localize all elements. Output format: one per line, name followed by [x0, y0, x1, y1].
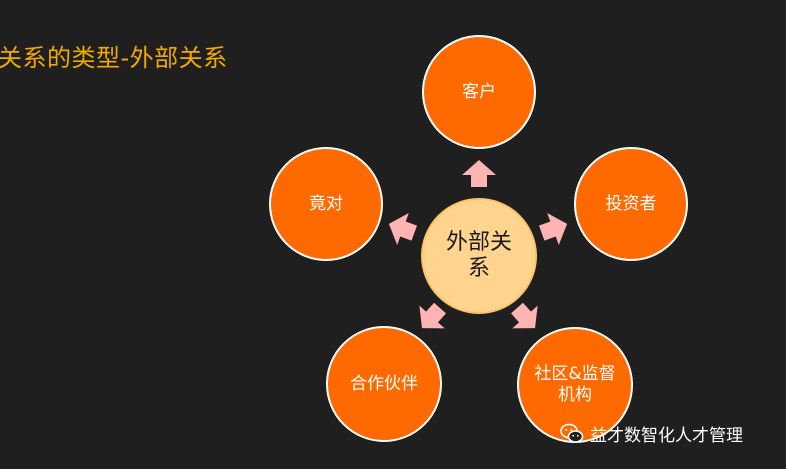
- arrow-to-investor: [538, 213, 568, 245]
- node-community-regulators: 社区&监督机构: [517, 327, 633, 443]
- node-investor: 投资者: [574, 147, 688, 261]
- center-node-external-relations: 外部关系: [421, 198, 537, 314]
- node-partner: 合作伙伴: [326, 326, 442, 442]
- arrow-to-customer: [462, 160, 496, 187]
- node-competitor: 竟对: [269, 147, 383, 261]
- node-investor-label: 投资者: [605, 193, 657, 214]
- node-competitor-label: 竟对: [309, 193, 343, 214]
- wechat-icon: [560, 423, 584, 443]
- watermark-text: 益才数智化人才管理: [590, 426, 743, 446]
- node-customer: 客户: [422, 35, 536, 149]
- watermark: 益才数智化人才管理: [560, 421, 743, 446]
- node-community-label: 社区&监督机构: [534, 364, 616, 405]
- node-customer-label: 客户: [462, 81, 496, 102]
- arrow-to-partner: [419, 302, 446, 329]
- arrow-to-competitor: [388, 213, 418, 245]
- arrow-to-community: [511, 302, 538, 329]
- node-partner-label: 合作伙伴: [350, 373, 418, 394]
- slide-title: 关系的类型-外部关系: [0, 44, 228, 72]
- center-node-label: 外部关系: [445, 230, 512, 281]
